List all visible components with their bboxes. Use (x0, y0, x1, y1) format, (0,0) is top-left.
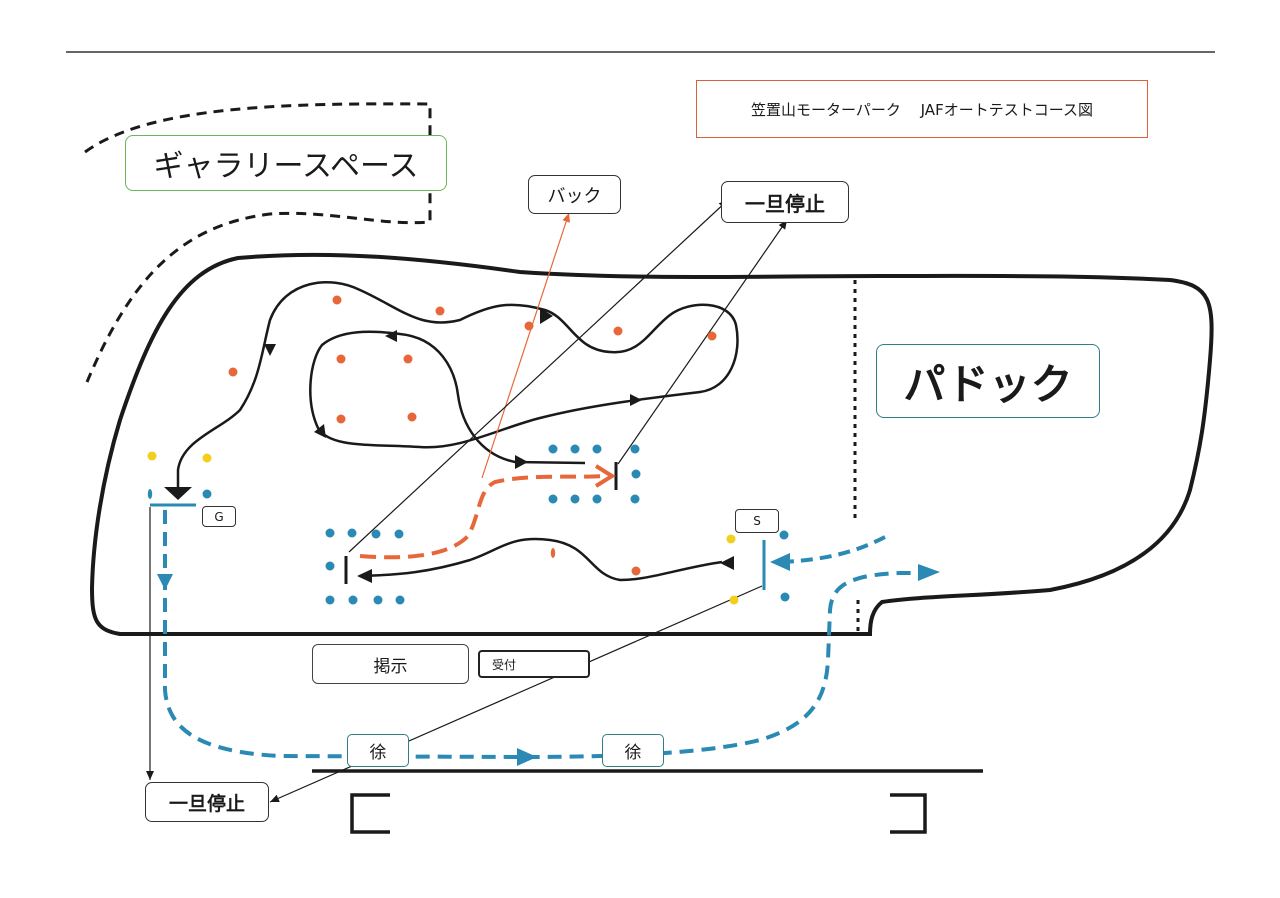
course-title: 笠置山モーターパーク JAFオートテストコース図 (696, 80, 1148, 138)
leader-stop-top-left (348, 199, 729, 553)
paddock-label: パドック (876, 344, 1100, 418)
yellow-pylons (147, 451, 739, 605)
goal-label: G (202, 506, 236, 527)
back-label: バック (528, 175, 621, 214)
course-outline (89, 252, 1214, 636)
arrow-down-icon (164, 487, 192, 500)
start-label: S (735, 509, 779, 533)
arrow-right-icon (515, 455, 528, 469)
arrow-right-icon (918, 564, 940, 581)
leader-back (481, 212, 570, 479)
arrow-down-icon (264, 344, 276, 356)
gallery-space-label: ギャラリースペース (125, 135, 447, 191)
blue-pylons (147, 444, 790, 605)
slow-label-1: 徐 (347, 734, 409, 767)
reception-label: 受付 (478, 650, 590, 678)
arrow-left-icon (357, 569, 372, 583)
arrow-left-icon (770, 553, 790, 571)
stop-label-top: 一旦停止 (721, 181, 849, 223)
arrow-right-icon (540, 308, 553, 324)
arrow-right-icon (630, 394, 642, 406)
stop-label-bottom: 一旦停止 (145, 782, 269, 822)
arrow-left-icon (314, 424, 326, 438)
entry-path (779, 535, 886, 564)
slow-label-2: 徐 (602, 734, 664, 767)
arrow-right-icon (517, 748, 537, 766)
driving-line (176, 280, 739, 496)
arrow-right-icon (594, 464, 616, 488)
driving-line-return (359, 537, 723, 582)
orange-pylons (228, 295, 717, 576)
exit-path (163, 510, 925, 760)
gallery-boundary-upper (84, 102, 432, 383)
reverse-path (359, 474, 605, 560)
notice-board-label: 掲示 (312, 644, 469, 684)
bracket-left (350, 793, 390, 834)
arrow-down-icon (157, 574, 173, 590)
arrow-left-icon (385, 330, 397, 342)
bracket-right (890, 793, 927, 834)
leader-stop-top-right (617, 219, 788, 465)
arrow-left-icon (720, 556, 734, 570)
